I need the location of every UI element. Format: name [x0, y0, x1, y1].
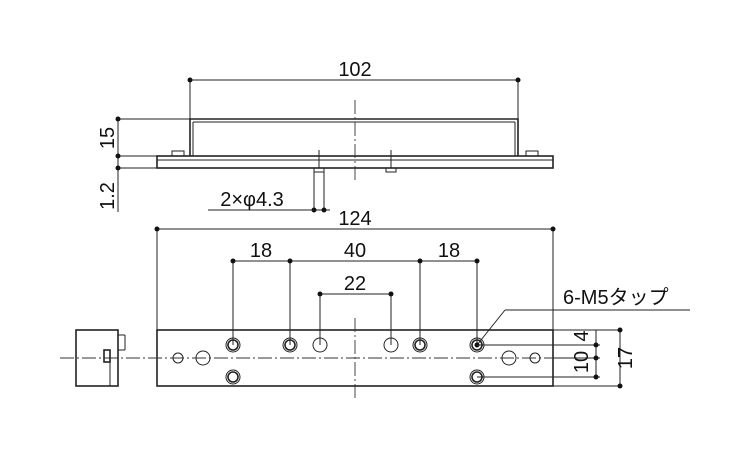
dim-chain-dot-b: [287, 258, 293, 264]
dim-102-label: 102: [338, 59, 371, 81]
dim-18-left-label: 18: [250, 240, 272, 262]
dim-chain-dot-c: [417, 258, 423, 264]
end-view: [75, 329, 126, 387]
tap-note-label: 6-M5タップ: [563, 286, 669, 309]
dim-12-dot: [115, 165, 121, 171]
tapped-hole: [412, 337, 428, 353]
dim-102-dot-left: [187, 77, 193, 83]
dim-4-dot: [593, 355, 599, 361]
dim-18-right-label: 18: [438, 240, 460, 262]
tap-note-leader: [476, 309, 506, 346]
side-view: 102 15 1.2 2×φ4.3: [97, 59, 554, 213]
dim-17-dot-top: [617, 327, 623, 333]
dim-10-label: 10: [571, 351, 593, 373]
side-view-body: [189, 118, 519, 156]
dim-17-dot-bottom: [617, 383, 623, 389]
dim-15-dot-top: [115, 116, 121, 122]
dim-124-dot-left: [154, 226, 160, 232]
dim-124-label: 124: [338, 208, 371, 230]
dim-22-dot-left: [317, 291, 323, 297]
dim-15-dot-bottom: [115, 153, 121, 159]
dim-22-dot-right: [388, 291, 394, 297]
plan-hole-plain: [383, 337, 399, 353]
side-view-boss-right: [525, 150, 539, 157]
end-view-slot: [103, 349, 111, 363]
plan-hole-plain: [172, 352, 184, 364]
dim-22-label: 22: [344, 273, 366, 295]
dim-15-label: 15: [97, 127, 119, 149]
dim-40-label: 40: [344, 240, 366, 262]
dim-124-dot-right: [550, 226, 556, 232]
dim-hole-dot-right: [321, 207, 327, 213]
dim-4-label: 4: [571, 330, 593, 341]
dim-10-dot-bottom: [593, 374, 599, 380]
side-view-boss-left: [171, 150, 185, 157]
dim-102-dot-right: [515, 77, 521, 83]
end-view-body: [75, 329, 119, 387]
tapped-hole: [225, 337, 241, 353]
dim-12-label: 1.2: [97, 182, 119, 210]
plan-hole-plain: [529, 352, 541, 364]
tapped-hole: [282, 337, 298, 353]
dim-17-label: 17: [615, 347, 637, 369]
plan-hole-plain: [195, 350, 211, 366]
dim-chain-dot-a: [230, 258, 236, 264]
plan-hole-plain: [501, 350, 517, 366]
plan-hole-plain: [312, 337, 328, 353]
dim-chain-dot-d: [474, 258, 480, 264]
tapped-hole: [225, 369, 241, 385]
plan-view: 124 18 40 18 22: [60, 208, 690, 400]
dim-10-dot-top: [593, 342, 599, 348]
dim-hole-dot-left: [311, 207, 317, 213]
dim-hole-label: 2×φ4.3: [220, 189, 284, 211]
